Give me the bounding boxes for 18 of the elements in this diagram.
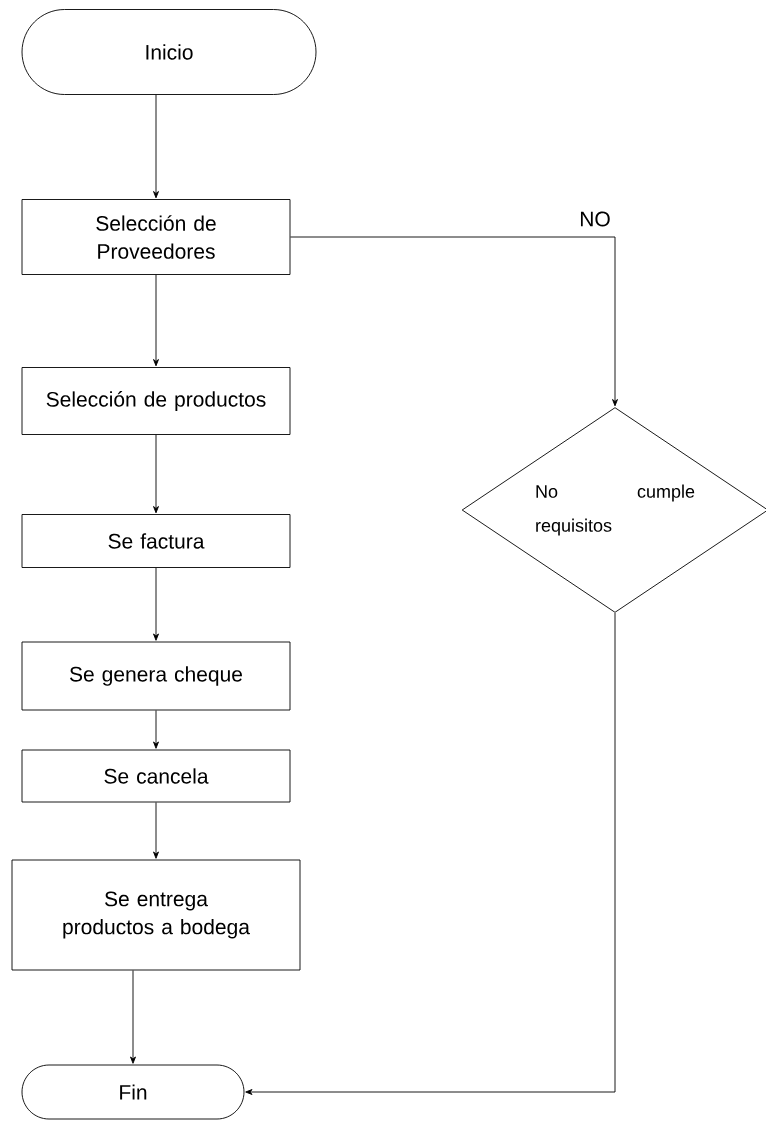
terminal-box: Inicio xyxy=(21,9,317,95)
process-box: Se factura xyxy=(21,514,291,568)
process-box: Selección de productos xyxy=(21,367,291,435)
arrow xyxy=(153,94,159,199)
arrow xyxy=(153,710,159,749)
arrow xyxy=(153,567,159,641)
arrow xyxy=(153,802,159,859)
process-box: Se cancela xyxy=(21,749,291,803)
arrow xyxy=(290,236,618,407)
process-box: Se genera cheque xyxy=(21,641,291,711)
arrow xyxy=(153,434,159,514)
terminal-box: Fin xyxy=(21,1064,245,1120)
arrow xyxy=(245,612,616,1095)
arrow xyxy=(153,274,159,367)
arrow xyxy=(130,970,136,1064)
edge-label: NO xyxy=(578,210,612,228)
process-box: Se entrega productos a bodega xyxy=(11,859,301,971)
process-box: Selección de Proveedores xyxy=(21,199,291,275)
